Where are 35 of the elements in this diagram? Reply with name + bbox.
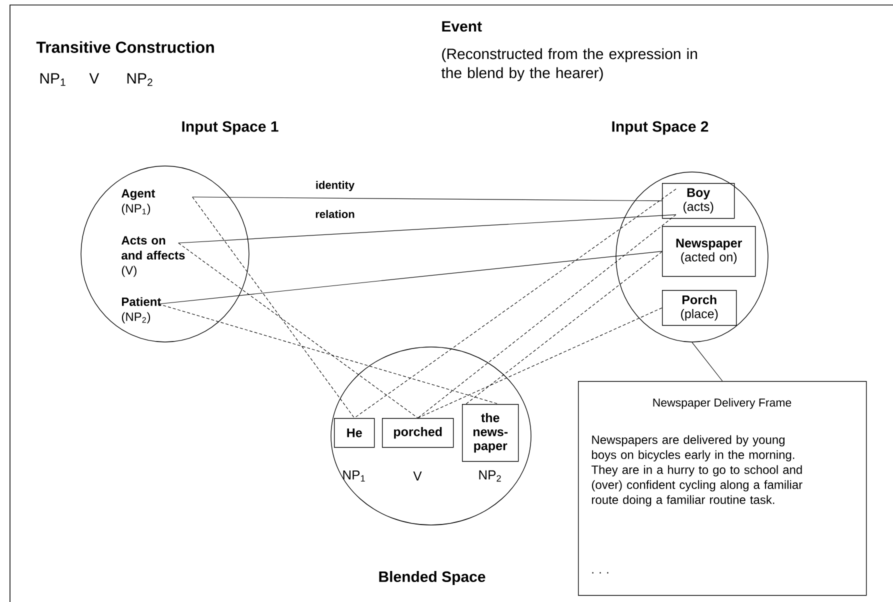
connector-line [354, 188, 676, 418]
heading: Transitive Construction [36, 41, 214, 53]
connector-line [158, 251, 662, 304]
construction-label: V [413, 472, 422, 480]
element-box: Porch (place) [662, 290, 737, 326]
construction-label: V [89, 73, 100, 84]
connector-line [466, 251, 662, 404]
heading: Event [442, 21, 482, 32]
connector-line [158, 304, 499, 404]
connector-line [192, 196, 662, 202]
construction-label: NP$_{1}$ [343, 470, 365, 482]
element-box: Newspaper (acted on) [662, 226, 756, 277]
connector-line [418, 214, 676, 418]
connector-line [178, 242, 418, 418]
construction-label: NP$_{2}$ [127, 73, 152, 86]
element-box: He [334, 418, 375, 448]
element-box: Boy (acts) [662, 183, 735, 219]
node-label: Blended Space [379, 571, 486, 585]
connector-line [418, 308, 662, 418]
connector-line [692, 342, 723, 382]
node-label: Input Space 2 [612, 121, 708, 135]
role-label: Agent (NP$_{1}$) [122, 189, 156, 215]
connector-line [192, 196, 355, 418]
node-label: Input Space 1 [182, 121, 278, 135]
annotation-label: relation [316, 210, 354, 218]
connector-line [178, 214, 676, 244]
element-box: porched [382, 418, 454, 448]
subheading: (Reconstructed from the expression in the blend by the hearer) [441, 48, 697, 82]
role-label: Acts on and affects (V) [122, 236, 185, 277]
construction-label: NP$_{1}$ [40, 73, 66, 86]
element-box: the news-paper [462, 404, 519, 462]
annotation-label: identity [316, 180, 354, 192]
role-label: Patient (NP$_{2}$) [122, 297, 162, 324]
construction-label: NP$_{2}$ [479, 470, 501, 482]
frame-box: Newspaper Delivery Frame Newspapers are delivered by young boys on bicycles early in the morning. They are in a hurry to go to school and (over) confident cycling along a familiar route doing a familiar routine task. . . . [578, 381, 867, 596]
